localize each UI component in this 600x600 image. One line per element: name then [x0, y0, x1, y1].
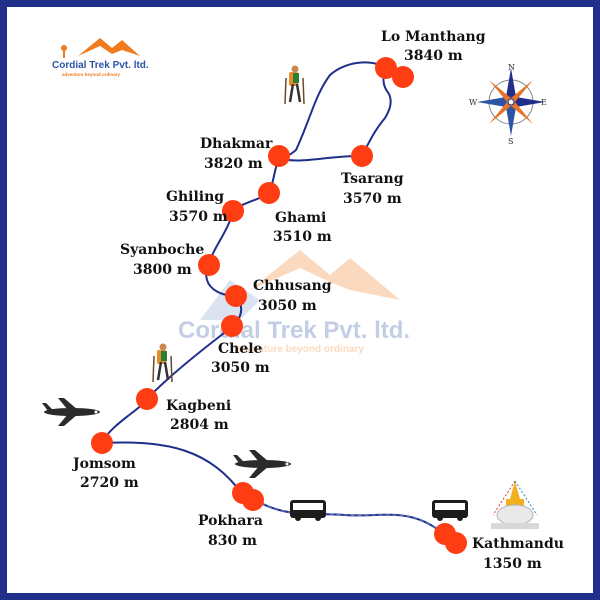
marker-kathmandu-b [445, 532, 467, 554]
stop-name-chhusang: Chhusang [253, 278, 332, 294]
compass-south: S [508, 137, 513, 146]
stop-alt-ghiling: 3570 m [169, 209, 228, 225]
marker-ghami [258, 182, 280, 204]
stop-alt-chele: 3050 m [211, 360, 270, 376]
brand-name: Cordial Trek Pvt. ltd. [52, 60, 149, 71]
stop-alt-kathmandu: 1350 m [483, 556, 542, 572]
marker-syanboche [198, 254, 220, 276]
stop-name-kagbeni: Kagbeni [166, 398, 231, 414]
road-route-line [254, 499, 446, 536]
marker-lo-manthang-a [375, 57, 397, 79]
marker-pokhara-b [242, 489, 264, 511]
marker-chele [221, 315, 243, 337]
stop-name-kathmandu: Kathmandu [472, 536, 564, 552]
stop-alt-lo-manthang: 3840 m [404, 48, 463, 64]
stop-alt-jomsom: 2720 m [80, 475, 139, 491]
stop-alt-pokhara: 830 m [208, 533, 257, 549]
company-logo-icon [78, 38, 140, 56]
stop-name-chele: Chele [218, 341, 263, 357]
airplane-icon [42, 398, 100, 426]
route-markers [91, 57, 467, 554]
marker-tsarang [351, 145, 373, 167]
stop-name-ghiling: Ghiling [166, 189, 224, 205]
stop-alt-tsarang: 3570 m [343, 191, 402, 207]
stop-name-tsarang: Tsarang [341, 171, 404, 187]
marker-jomsom [91, 432, 113, 454]
trekker-icon [152, 343, 173, 383]
marker-chhusang [225, 285, 247, 307]
compass-rose-icon: N E S W [469, 63, 547, 146]
compass-east: E [541, 98, 547, 107]
watermark-tagline: adventure beyond ordinary [235, 344, 364, 355]
company-logo: Cordial Trek Pvt. ltd. adventure beyond … [52, 38, 149, 77]
stop-name-ghami: Ghami [275, 210, 326, 226]
compass-north: N [508, 63, 515, 72]
stupa-icon [491, 480, 539, 529]
stop-alt-chhusang: 3050 m [258, 298, 317, 314]
stop-name-syanboche: Syanboche [120, 242, 204, 258]
stop-alt-syanboche: 3800 m [133, 262, 192, 278]
flight-route-line [101, 441, 244, 496]
stop-alt-ghami: 3510 m [273, 229, 332, 245]
airplane-icon [233, 450, 291, 478]
compass-west: W [469, 98, 478, 107]
trekker-icon [284, 65, 305, 105]
marker-dhakmar [268, 145, 290, 167]
stop-name-dhakmar: Dhakmar [200, 136, 273, 152]
marker-kagbeni [136, 388, 158, 410]
marker-ghiling [222, 200, 244, 222]
watermark-name: Cordial Trek Pvt. ltd. [178, 317, 410, 344]
bus-icon [432, 500, 468, 521]
stop-alt-kagbeni: 2804 m [170, 417, 229, 433]
stop-alt-dhakmar: 3820 m [204, 156, 263, 172]
brand-tagline: adventure beyond ordinary [62, 72, 121, 77]
stop-name-pokhara: Pokhara [198, 513, 263, 529]
marker-lo-manthang-b [392, 66, 414, 88]
stop-name-lo-manthang: Lo Manthang [381, 29, 486, 45]
bus-icon [290, 500, 326, 521]
stop-name-jomsom: Jomsom [71, 456, 136, 472]
